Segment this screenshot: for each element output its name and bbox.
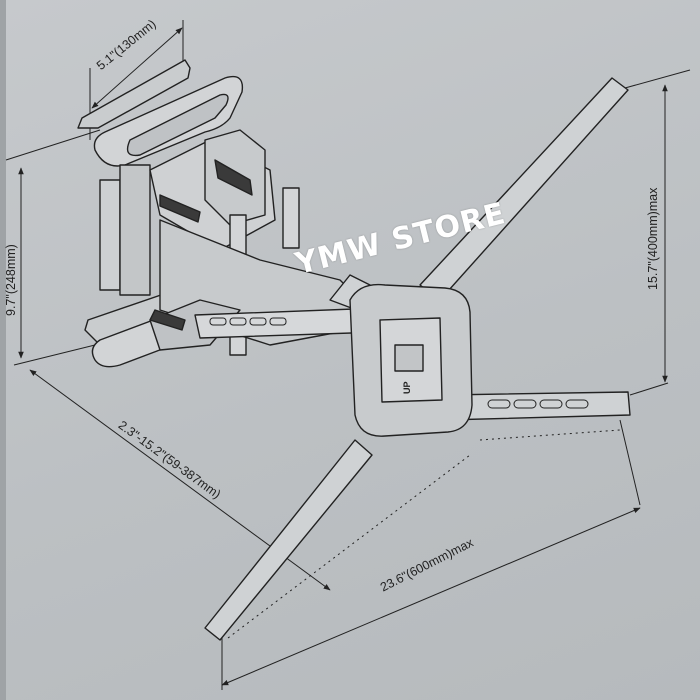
wall-plate-top bbox=[77, 59, 191, 129]
dim-vesa-height: 15.7"(400mm)max bbox=[646, 187, 660, 290]
up-marking: UP bbox=[402, 381, 412, 394]
dimension-lines bbox=[5, 20, 691, 690]
vesa-arm-lower-right bbox=[444, 391, 631, 421]
box-edge bbox=[0, 0, 6, 700]
vesa-arm-lower-left bbox=[204, 439, 373, 641]
dim-wall-plate-height: 9.7"(248mm) bbox=[4, 244, 18, 316]
vesa-arm-upper-right bbox=[419, 77, 629, 301]
